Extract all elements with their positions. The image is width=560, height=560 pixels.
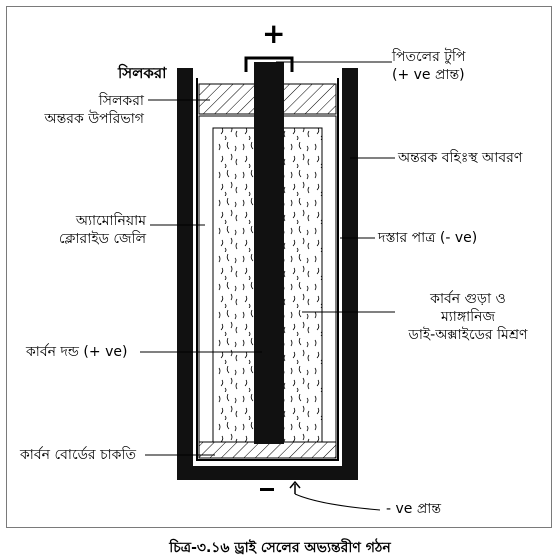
label-insulating-cover: অন্তরক বহিঃস্থ আবরণ <box>398 150 523 166</box>
label-carbon-rod: কার্বন দন্ড (+ ve) <box>26 344 128 360</box>
label-sealed-heading: সিলকরা <box>118 64 167 82</box>
label-carbon-disc: কার্বন বোর্ডের চাকতি <box>20 447 136 463</box>
figure-caption: চিত্র-৩.১৬ ড্রাই সেলের অভ্যন্তরীণ গঠন <box>169 540 391 556</box>
positive-terminal-sign: + <box>262 17 286 50</box>
label-ammonium-jelly: অ্যামোনিয়াম ক্লোরাইড জেলি <box>58 213 146 247</box>
label-negative-terminal: - ve প্রান্ত <box>386 501 442 517</box>
carbon-rod <box>254 62 284 444</box>
negative-terminal-sign <box>260 488 274 491</box>
brass-cap <box>244 56 294 72</box>
label-sealed-top: সিলকরা অন্তরক উপরিভাগ <box>44 93 144 127</box>
label-zinc-vessel: দস্তার পাত্র (- ve) <box>378 230 478 246</box>
label-brass-cap: পিতলের টুপি (+ ve প্রান্ত) <box>392 49 466 83</box>
label-mixture: কার্বন গুড়া ও ম্যাঙ্গানিজ ডাই-অক্সাইডের… <box>408 291 528 343</box>
figure-frame <box>6 6 552 528</box>
negative-terminal-arrow <box>289 480 381 511</box>
carbon-board-disc <box>198 441 337 459</box>
insulating-cover <box>177 68 358 480</box>
leader-lines <box>140 61 395 456</box>
zinc-vessel <box>196 78 339 461</box>
